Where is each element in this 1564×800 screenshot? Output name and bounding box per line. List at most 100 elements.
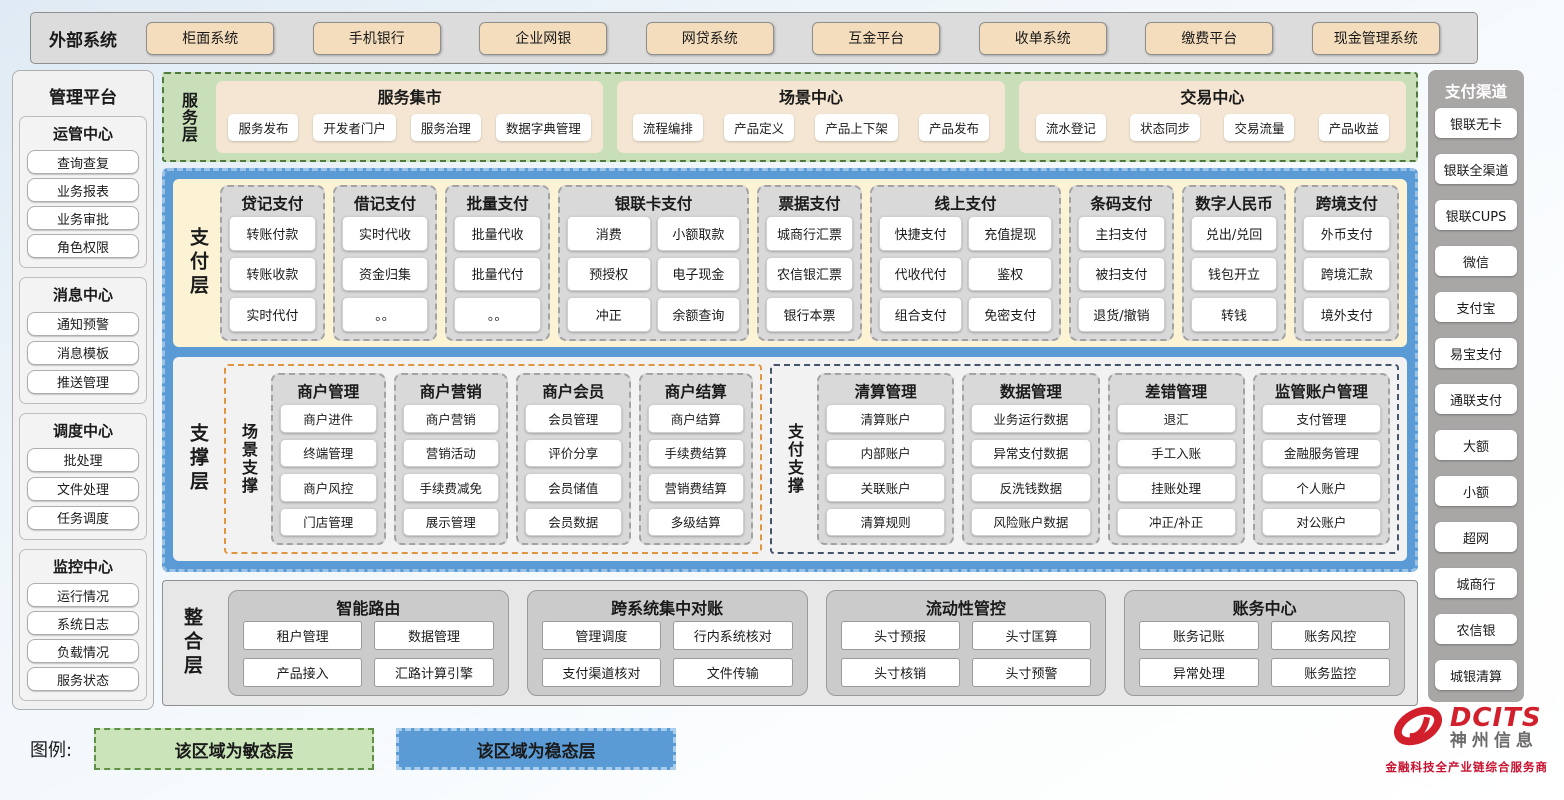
channel-button[interactable]: 银联无卡 xyxy=(1435,108,1517,138)
payment-item[interactable]: 兑出/兑回 xyxy=(1190,216,1278,251)
integration-item[interactable]: 账务监控 xyxy=(1270,658,1390,687)
service-item[interactable]: 服务发布 xyxy=(228,114,299,141)
support-item[interactable]: 手续费结算 xyxy=(647,438,744,467)
payment-item[interactable]: 充值提现 xyxy=(968,216,1053,251)
support-item[interactable]: 商户风控 xyxy=(280,473,377,502)
support-item[interactable]: 多级结算 xyxy=(647,507,744,536)
integration-item[interactable]: 文件传输 xyxy=(673,658,793,687)
service-item[interactable]: 开发者门户 xyxy=(313,114,396,141)
payment-item[interactable]: 转钱 xyxy=(1190,297,1278,332)
channel-button[interactable]: 小额 xyxy=(1435,476,1517,506)
channel-button[interactable]: 超网 xyxy=(1435,522,1517,552)
payment-item[interactable]: 鉴权 xyxy=(968,256,1053,292)
management-item[interactable]: 负载情况 xyxy=(27,639,139,663)
support-item[interactable]: 反洗钱数据 xyxy=(971,473,1091,502)
payment-item[interactable]: 农信银汇票 xyxy=(766,256,853,292)
external-system-button[interactable]: 企业网银 xyxy=(479,21,608,55)
management-item[interactable]: 任务调度 xyxy=(27,505,139,530)
management-item[interactable]: 批处理 xyxy=(27,447,139,472)
management-item[interactable]: 推送管理 xyxy=(27,369,139,394)
support-item[interactable]: 个人账户 xyxy=(1261,473,1381,502)
service-item[interactable]: 数据字典管理 xyxy=(495,114,591,141)
payment-item[interactable]: 批量代收 xyxy=(454,216,541,251)
support-item[interactable]: 清算账户 xyxy=(826,404,946,433)
support-item[interactable]: 商户进件 xyxy=(280,404,377,433)
integration-item[interactable]: 账务记账 xyxy=(1139,621,1259,650)
support-item[interactable]: 营销费结算 xyxy=(647,473,744,502)
channel-button[interactable]: 易宝支付 xyxy=(1435,338,1517,368)
management-item[interactable]: 文件处理 xyxy=(27,476,139,501)
management-item[interactable]: 业务报表 xyxy=(27,178,139,202)
payment-item[interactable]: 实时代收 xyxy=(341,216,429,251)
payment-item[interactable]: 实时代付 xyxy=(229,297,316,332)
payment-item[interactable]: 钱包开立 xyxy=(1190,256,1278,292)
payment-item[interactable]: 城商行汇票 xyxy=(766,216,853,251)
payment-item[interactable]: 消费 xyxy=(566,216,651,251)
service-item[interactable]: 产品上下架 xyxy=(815,114,898,141)
payment-item[interactable]: 组合支付 xyxy=(878,297,963,332)
service-item[interactable]: 流水登记 xyxy=(1035,114,1106,141)
payment-item[interactable]: 电子现金 xyxy=(656,256,741,292)
channel-button[interactable]: 大额 xyxy=(1435,430,1517,460)
channel-button[interactable]: 通联支付 xyxy=(1435,384,1517,414)
service-item[interactable]: 产品定义 xyxy=(724,114,795,141)
support-item[interactable]: 会员数据 xyxy=(525,507,622,536)
support-item[interactable]: 终端管理 xyxy=(280,438,377,467)
support-item[interactable]: 异常支付数据 xyxy=(971,438,1091,467)
integration-item[interactable]: 头寸预警 xyxy=(971,658,1092,687)
channel-button[interactable]: 农信银 xyxy=(1435,614,1517,644)
channel-button[interactable]: 城商行 xyxy=(1435,568,1517,598)
support-item[interactable]: 营销活动 xyxy=(402,438,499,467)
support-item[interactable]: 会员管理 xyxy=(525,404,622,433)
support-item[interactable]: 业务运行数据 xyxy=(971,404,1091,433)
payment-item[interactable]: 免密支付 xyxy=(968,297,1053,332)
management-item[interactable]: 消息模板 xyxy=(27,340,139,365)
management-item[interactable]: 运行情况 xyxy=(27,583,139,607)
channel-button[interactable]: 微信 xyxy=(1435,246,1517,276)
integration-item[interactable]: 账务风控 xyxy=(1270,621,1390,650)
integration-item[interactable]: 支付渠道核对 xyxy=(541,658,662,687)
support-item[interactable]: 手续费减免 xyxy=(402,473,499,502)
channel-button[interactable]: 银联CUPS xyxy=(1435,200,1517,230)
channel-button[interactable]: 银联全渠道 xyxy=(1435,154,1517,184)
payment-item[interactable]: 跨境汇款 xyxy=(1303,256,1391,292)
support-item[interactable]: 商户结算 xyxy=(647,404,744,433)
support-item[interactable]: 商户营销 xyxy=(402,404,499,433)
support-item[interactable]: 展示管理 xyxy=(402,507,499,536)
payment-item[interactable]: 快捷支付 xyxy=(878,216,963,251)
service-item[interactable]: 交易流量 xyxy=(1224,114,1295,141)
integration-item[interactable]: 头寸匡算 xyxy=(971,621,1092,650)
support-item[interactable]: 对公账户 xyxy=(1261,507,1381,536)
service-item[interactable]: 产品发布 xyxy=(919,114,990,141)
support-item[interactable]: 门店管理 xyxy=(280,507,377,536)
integration-item[interactable]: 行内系统核对 xyxy=(673,621,793,650)
support-item[interactable]: 风险账户数据 xyxy=(971,507,1091,536)
support-item[interactable]: 金融服务管理 xyxy=(1261,438,1381,467)
payment-item[interactable]: 退货/撤销 xyxy=(1078,297,1165,332)
payment-item[interactable]: 小额取款 xyxy=(656,216,741,251)
management-item[interactable]: 系统日志 xyxy=(27,611,139,635)
integration-item[interactable]: 头寸核销 xyxy=(840,658,960,687)
management-item[interactable]: 服务状态 xyxy=(27,667,139,691)
external-system-button[interactable]: 缴费平台 xyxy=(1145,21,1274,55)
support-item[interactable]: 评价分享 xyxy=(525,438,622,467)
payment-item[interactable]: 外币支付 xyxy=(1303,216,1391,251)
payment-item[interactable]: 转账收款 xyxy=(229,256,316,292)
support-item[interactable]: 内部账户 xyxy=(826,438,946,467)
management-item[interactable]: 业务审批 xyxy=(27,206,139,230)
external-system-button[interactable]: 互金平台 xyxy=(812,21,941,55)
support-item[interactable]: 挂账处理 xyxy=(1116,473,1236,502)
payment-item[interactable]: 冲正 xyxy=(566,297,651,332)
external-system-button[interactable]: 柜面系统 xyxy=(146,21,275,55)
payment-item[interactable]: 主扫支付 xyxy=(1078,216,1165,251)
integration-item[interactable]: 异常处理 xyxy=(1139,658,1259,687)
payment-item[interactable]: 。。 xyxy=(341,297,429,332)
support-item[interactable]: 退汇 xyxy=(1116,404,1236,433)
payment-item[interactable]: 境外支付 xyxy=(1303,297,1391,332)
external-system-button[interactable]: 现金管理系统 xyxy=(1311,21,1440,55)
integration-item[interactable]: 租户管理 xyxy=(243,621,363,650)
support-item[interactable]: 关联账户 xyxy=(826,473,946,502)
support-item[interactable]: 支付管理 xyxy=(1261,404,1381,433)
payment-item[interactable]: 。。 xyxy=(454,297,541,332)
support-item[interactable]: 会员储值 xyxy=(525,473,622,502)
